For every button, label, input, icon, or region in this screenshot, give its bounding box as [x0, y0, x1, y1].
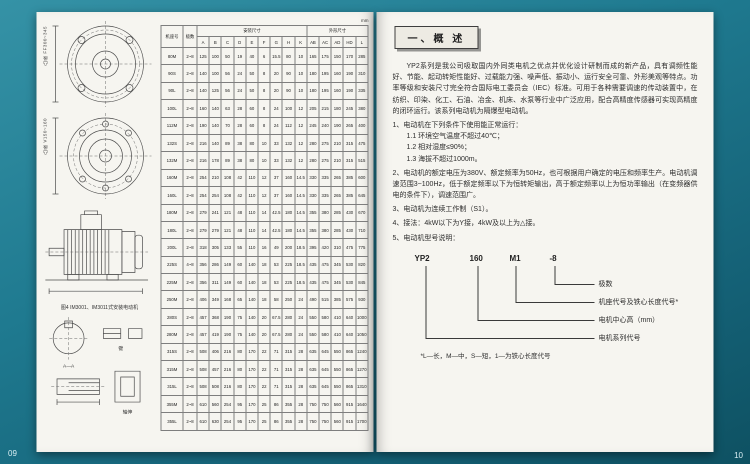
- col-F: F: [257, 36, 271, 48]
- model-label-poles: 极数: [598, 280, 613, 288]
- page-number-left: 09: [8, 449, 17, 458]
- flange-front-view-2-icon: [44, 110, 156, 202]
- item-1: 1、电动机在下列条件下使用能正常运行：: [392, 121, 523, 129]
- col-frame: 机座号: [160, 25, 184, 48]
- model-line-h3: [477, 319, 595, 321]
- flange-drawing-2: 凸缘 V150~160: [42, 110, 156, 202]
- model-code-frame: M1: [509, 253, 521, 263]
- motor-side-view-icon: [44, 202, 156, 302]
- flange-drawing-1: 凸缘 FF300~345: [42, 18, 156, 110]
- item-5: 5、电动机型号说明：: [392, 234, 460, 242]
- item-1-1: 1.1 环境空气温度不超过40℃；: [406, 133, 504, 141]
- item-2: 2、电动机的额定电压为380V、额定频率为50Hz，也可根据用户确定的电压和频率…: [392, 169, 698, 200]
- col-AD: AD: [330, 36, 344, 48]
- two-page-spread: 凸缘 FF300~345: [36, 12, 715, 452]
- model-line-v3: [477, 265, 479, 320]
- model-code-series: YP2: [414, 253, 430, 263]
- detail-drawings: A—A 键 轴伸: [44, 313, 156, 439]
- dimension-table-wrap: mm 机座号 极数 安装尺寸 外形尺寸 A: [160, 18, 369, 446]
- col-H: H: [281, 36, 296, 48]
- model-line-v2: [515, 265, 517, 302]
- model-code-height: 160: [469, 253, 483, 263]
- model-label-frame: 机座代号及铁心长度代号*: [598, 298, 679, 306]
- col-G: G: [269, 36, 283, 48]
- technical-drawings-column: 凸缘 FF300~345: [42, 18, 158, 446]
- col-AB: AB: [306, 36, 320, 48]
- col-D: D: [233, 36, 247, 48]
- model-line-h4: [425, 337, 595, 339]
- model-label-series: 电机系列代号: [598, 334, 641, 342]
- right-page: 一、概 述 YP2系列是我公司吸取国内外同类电机之优点并优化设计研制而成的新产品…: [376, 12, 715, 452]
- model-footnote: *L—长，M—中，S—短，1—为铁心长度代号: [420, 352, 551, 360]
- item-3: 3、电动机为连续工作制（S1）。: [392, 206, 493, 214]
- model-line-v1: [554, 265, 556, 284]
- item-4: 4、接法：4kW以下为Y接，4kW及以上为△接。: [392, 220, 540, 228]
- detail-label-shaft: 轴伸: [123, 409, 133, 416]
- dimension-table: 机座号 极数 安装尺寸 外形尺寸 A B C D E F G: [160, 25, 369, 431]
- flange2-label: 凸缘 V150~160: [42, 118, 48, 155]
- section-title-badge: 一、概 述: [394, 26, 479, 49]
- motor-side-view: [44, 202, 156, 302]
- model-line-v4: [425, 265, 427, 338]
- group-overall: 外形尺寸: [306, 25, 369, 37]
- left-page: 凸缘 FF300~345: [36, 12, 374, 452]
- intro-paragraph: YP2系列是我公司吸取国内外同类电机之优点并优化设计研制而成的新产品，具有调频性…: [392, 63, 698, 115]
- model-line-h2: [515, 301, 595, 303]
- model-designation-diagram: YP2 160 M1 -8 极数 机座代号及铁心长度代号* 电机中心高（mm） …: [415, 254, 715, 366]
- dimension-table-head: 机座号 极数 安装尺寸 外形尺寸 A B C D E F G: [160, 25, 369, 48]
- model-line-h1: [554, 283, 595, 285]
- flange-front-view-icon: [44, 18, 156, 110]
- col-poles: 极数: [182, 25, 198, 48]
- col-A: A: [196, 36, 210, 48]
- detail-label-aa: A—A: [63, 363, 75, 369]
- detail-label-key: 键: [118, 345, 123, 352]
- col-AC: AC: [318, 36, 332, 48]
- model-code-poles: -8: [549, 253, 557, 263]
- item-1-3: 1.3 海拔不超过1000m。: [406, 155, 482, 163]
- table-unit-label: mm: [361, 18, 369, 23]
- figure-caption: 图4 IM3001、IM3011式安装电动机: [60, 305, 139, 311]
- group-mount: 安装尺寸: [196, 25, 308, 37]
- flange1-label: 凸缘 FF300~345: [42, 26, 48, 66]
- item-1-2: 1.2 相对湿度≤90%；: [406, 144, 472, 152]
- col-HD: HD: [342, 36, 357, 48]
- model-label-height: 电机中心高（mm）: [598, 316, 660, 324]
- shaft-detail-icon: A—A 键 轴伸: [44, 313, 156, 416]
- col-C: C: [220, 36, 235, 48]
- col-B: B: [208, 36, 222, 48]
- col-L: L: [355, 36, 369, 48]
- page-number-right: 10: [734, 451, 743, 460]
- col-K: K: [294, 36, 308, 48]
- col-E: E: [245, 36, 259, 48]
